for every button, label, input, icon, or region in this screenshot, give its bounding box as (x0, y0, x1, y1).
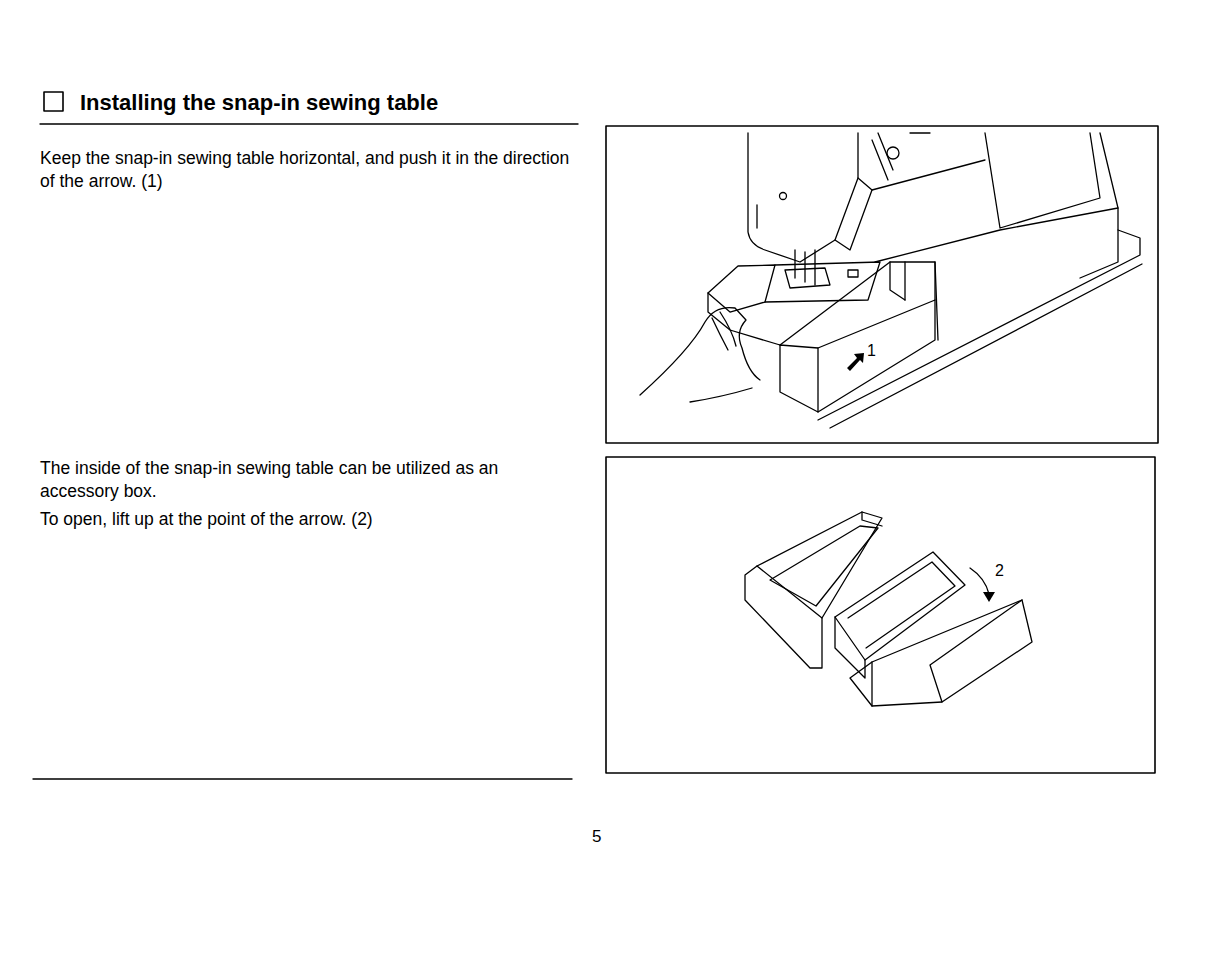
page-number: 5 (592, 826, 601, 848)
box-figure-part (606, 457, 1155, 773)
machine-figure-part (890, 262, 905, 300)
machine-figure-part (875, 208, 1118, 262)
machine-figure-part (835, 178, 872, 250)
instruction-text: The inside of the snap-in sewing table c… (40, 457, 570, 503)
box-figure-part (835, 552, 965, 660)
page-rules (33, 92, 578, 779)
machine-figure-part (712, 312, 736, 350)
box-figure (606, 457, 1155, 773)
page-rules-part (44, 92, 63, 111)
machine-figure-part (872, 160, 985, 190)
callout-number: 1 (867, 341, 876, 361)
box-figure-part (862, 512, 882, 526)
box-figure-part (848, 562, 955, 648)
instruction-text: To open, lift up at the point of the arr… (40, 508, 570, 531)
box-figure-part (757, 512, 882, 618)
page-rules-part (33, 778, 572, 779)
machine-figure-part (785, 268, 830, 288)
instruction-text: Keep the snap-in sewing table horizontal… (40, 147, 570, 193)
machine-figure-part (780, 345, 818, 412)
machine-figure-part (830, 264, 1142, 428)
box-figure-part (770, 526, 878, 606)
machine-figure-part (905, 262, 938, 340)
box-figure-part (872, 600, 1022, 706)
box-figure-part (850, 600, 1032, 706)
box-figure-part (835, 617, 865, 678)
machine-figure-part (756, 205, 757, 228)
box-figure-part (970, 568, 989, 594)
callout-number: 2 (995, 561, 1004, 581)
section-title: Installing the snap-in sewing table (80, 90, 438, 116)
machine-figure-part (708, 293, 780, 345)
machine-figure-part (818, 230, 1140, 420)
machine-figure-part (690, 388, 752, 402)
machine-figure-part (606, 126, 1158, 443)
machine-figure-part (640, 308, 760, 395)
machine-figure-part (847, 353, 864, 371)
page-rules-part (40, 123, 578, 124)
machine-figure-part (780, 193, 787, 200)
machine-figure-part (795, 250, 815, 285)
box-figure-part (745, 566, 822, 668)
box-figure-part (983, 592, 995, 602)
machine-figure-part (1080, 133, 1118, 278)
machine-figure-part (872, 133, 893, 180)
machine-figure-part (848, 270, 858, 277)
machine-figure-part (748, 133, 858, 262)
machine-figure-part (708, 265, 775, 312)
machine-figure-part (818, 300, 935, 412)
machine-figure-part (910, 133, 1100, 228)
machine-figure-part (887, 147, 899, 159)
machine-figure-part (780, 262, 935, 345)
machine-figure (606, 126, 1158, 443)
